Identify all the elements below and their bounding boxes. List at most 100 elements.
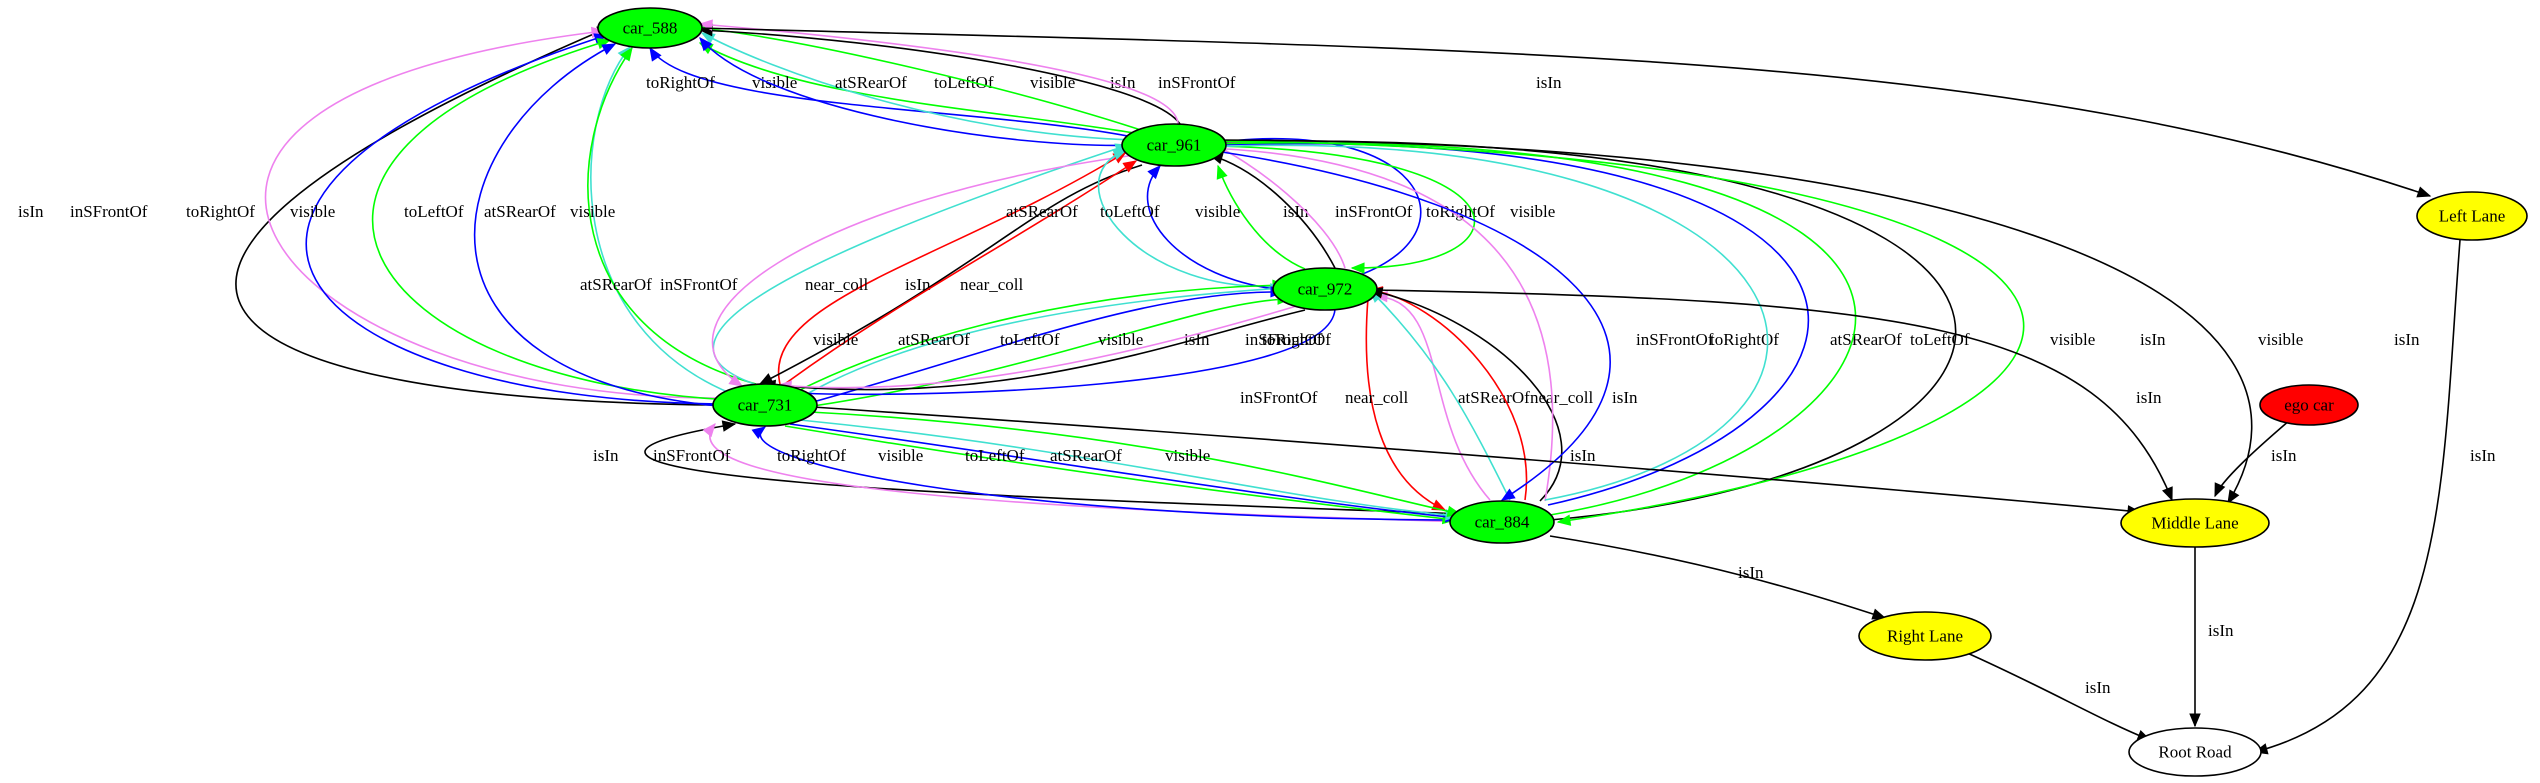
node-left-lane[interactable]: Left Lane	[2416, 191, 2528, 241]
edge-label: toLeftOf	[1910, 330, 1970, 349]
node-car-972[interactable]: car_972	[1272, 267, 1378, 311]
edge-label: inSFrontOf	[1240, 388, 1318, 407]
edge-label: atSRearOf	[1050, 446, 1122, 465]
edge-car-731-to-car-961-near-coll: near_coll	[781, 160, 1138, 387]
edge-label: toRightOf	[646, 73, 715, 92]
edge-arrowhead	[1147, 165, 1161, 180]
node-middle-lane[interactable]: Middle Lane	[2120, 498, 2270, 548]
node-ellipse	[1858, 611, 1992, 661]
edge-label: near_coll	[960, 275, 1024, 294]
node-ellipse	[2120, 498, 2270, 548]
edge-arrowhead	[2227, 489, 2240, 505]
edge-car-961-to-car-731-isin: isIn	[758, 164, 1143, 385]
edge-line	[789, 423, 1459, 519]
edge-arrowhead	[596, 38, 612, 50]
edge-arrowhead	[2189, 713, 2201, 728]
edge-arrowhead	[1556, 514, 1572, 526]
node-ellipse	[1121, 123, 1227, 167]
edge-car-731-to-car-588-visible: visible	[570, 46, 757, 385]
edge-line	[1549, 535, 1886, 619]
node-right-lane[interactable]: Right Lane	[1858, 611, 1992, 661]
node-car-731[interactable]: car_731	[712, 383, 818, 427]
edge-line	[1209, 142, 1346, 269]
edge-label: isIn	[593, 446, 619, 465]
edge-label: visible	[1165, 446, 1210, 465]
edge-car-961-to-car-972-visible: visible	[1205, 145, 1555, 274]
edge-label: visible	[2050, 330, 2095, 349]
edge-car-972-to-car-961-toleftof: toLeftOf	[1100, 165, 1285, 291]
edge-car-884-to-car-731-torightof: toRightOf	[751, 426, 1471, 521]
edge-car-731-to-car-588-atsrearof: atSRearOf	[484, 45, 741, 398]
edge-arrowhead	[649, 46, 662, 62]
edge-label: near_coll	[805, 275, 869, 294]
edge-line	[812, 406, 2141, 513]
edge-line	[1097, 149, 1291, 288]
edge-label: visible	[1030, 73, 1075, 92]
edge-line	[777, 151, 1127, 385]
edge-line	[2254, 239, 2461, 753]
edge-line	[371, 39, 731, 401]
edge-line	[1209, 142, 1810, 506]
edge-car-961-to-car-884-torightof: toRightOf	[1207, 149, 1779, 501]
edge-arrowhead	[1350, 262, 1365, 274]
node-car-884[interactable]: car_884	[1449, 500, 1555, 544]
edge-label: inSFrontOf	[653, 446, 731, 465]
node-car-961[interactable]: car_961	[1121, 123, 1227, 167]
node-car-588[interactable]: car_588	[597, 7, 703, 49]
edge-car-731-to-car-884-visible: visible	[809, 411, 1462, 517]
edge-line	[649, 47, 1139, 139]
edge-arrowhead	[699, 37, 713, 52]
edge-label: visible	[2258, 330, 2303, 349]
node-ellipse	[2259, 384, 2359, 426]
edge-car-961-to-car-731-insfrontof: inSFrontOf	[660, 154, 1136, 387]
edge-label: toRightOf	[1710, 330, 1779, 349]
edge-line	[812, 291, 1284, 403]
edge-label: inSFrontOf	[1636, 330, 1714, 349]
edge-arrowhead	[728, 374, 744, 387]
edge-line	[473, 43, 731, 408]
edge-line	[759, 164, 1143, 385]
edge-label: isIn	[1570, 446, 1596, 465]
node-label: Left Lane	[2439, 207, 2506, 226]
edge-label: isIn	[1110, 73, 1136, 92]
edge-line	[644, 423, 1465, 515]
node-label: car_972	[1298, 280, 1353, 299]
edge-line	[1369, 289, 1511, 501]
edge-label: isIn	[2136, 388, 2162, 407]
edge-arrowhead	[702, 423, 716, 438]
edge-label: inSFrontOf	[660, 275, 738, 294]
edge-car-731-to-car-972-toleftof: toLeftOf	[812, 286, 1285, 403]
edge-car-884-to-car-961-visible: visible	[1208, 137, 2095, 516]
edge-car-884-to-car-961-isin: isIn	[1208, 135, 2166, 521]
edge-line	[1207, 147, 1554, 502]
edge-label: visible	[1098, 330, 1143, 349]
edge-car-972-to-car-961-atsrearof: atSRearOf	[1006, 149, 1291, 288]
edge-label: isIn	[1612, 388, 1638, 407]
node-label: Root Road	[2158, 743, 2232, 762]
node-ego-car[interactable]: ego car	[2259, 384, 2359, 426]
edge-car-731-to-car-588-toleftof: toLeftOf	[404, 43, 731, 408]
edge-line	[1209, 139, 2253, 504]
edge-car-972-to-car-961-insfrontof: inSFrontOf	[1208, 142, 1413, 269]
edge-label: isIn	[2271, 446, 2297, 465]
edge-ego-car-to-middle-lane-isin: isIn	[2214, 419, 2297, 498]
edge-car-884-to-car-731-insfrontof: inSFrontOf	[653, 423, 1471, 523]
edge-label: visible	[878, 446, 923, 465]
edge-car-961-to-car-588-torightof: toRightOf	[646, 46, 1139, 139]
edge-label: toRightOf	[777, 446, 846, 465]
edge-car-972-to-car-961-isin: isIn	[1208, 153, 1336, 269]
node-ellipse	[1449, 500, 1555, 544]
edge-line	[711, 154, 1136, 387]
edge-label: isIn	[2085, 678, 2111, 697]
edge-car-731-to-car-588-insfrontof: inSFrontOf	[70, 26, 721, 399]
node-root-road[interactable]: Root Road	[2128, 727, 2262, 777]
edge-line	[762, 309, 1306, 391]
edge-line	[1365, 297, 1446, 511]
edge-label: atSRearOf	[1458, 388, 1530, 407]
edge-label: atSRearOf	[1006, 202, 1078, 221]
edge-left-lane-to-root-road-isin: isIn	[2253, 239, 2496, 755]
edge-label: isIn	[1283, 202, 1309, 221]
edge-arrowhead	[1216, 164, 1228, 180]
edge-arrowhead	[620, 46, 633, 62]
